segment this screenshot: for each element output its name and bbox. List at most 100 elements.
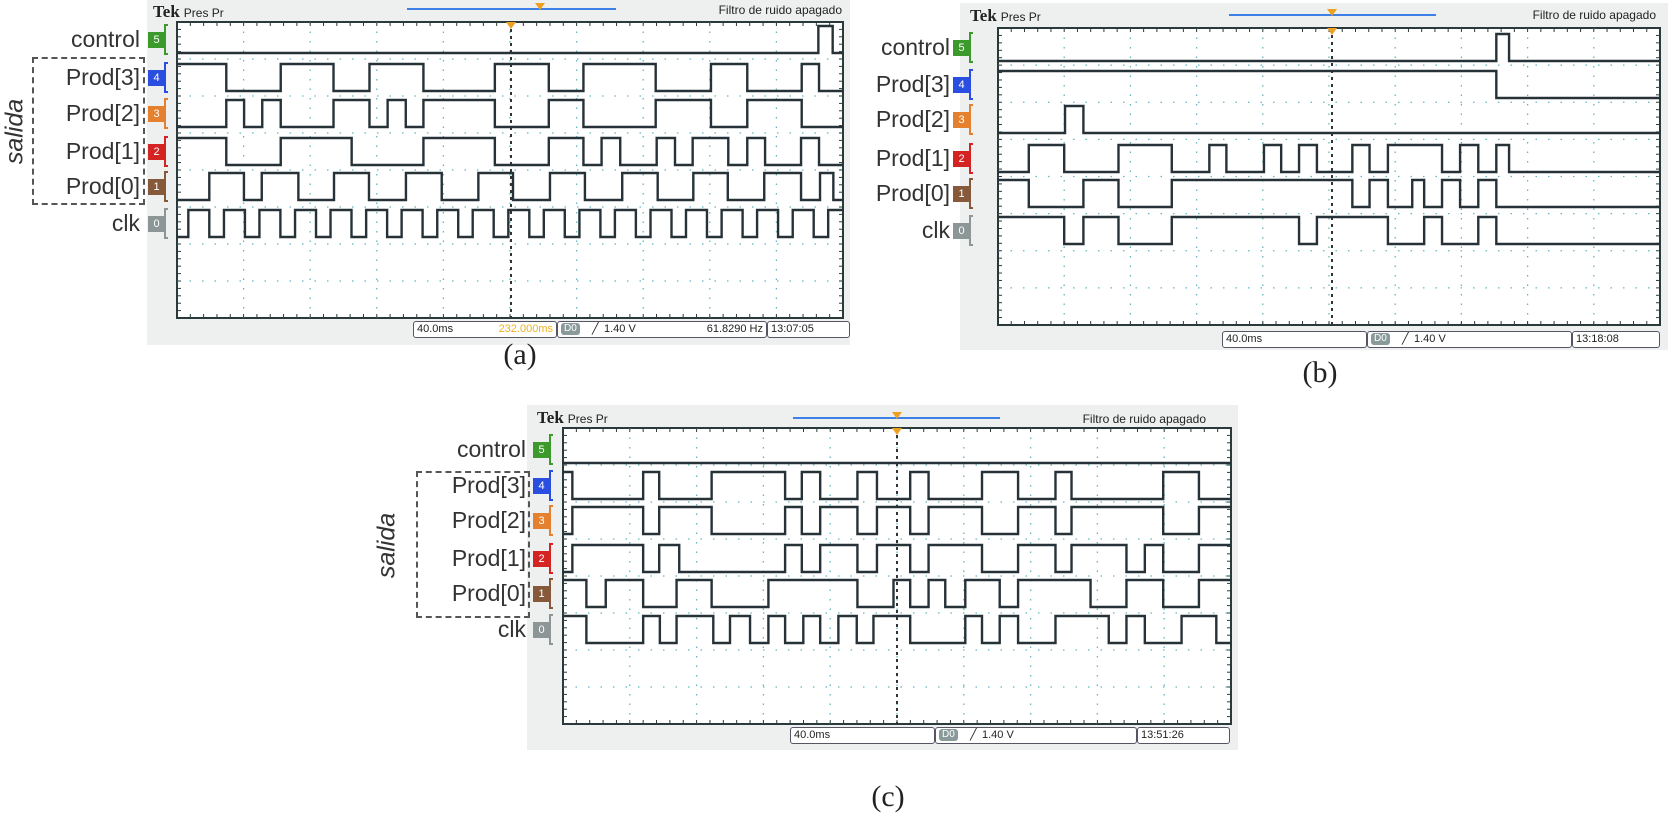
channel-marker-4[interactable]: 4 bbox=[533, 477, 550, 494]
channel-bracket bbox=[969, 104, 973, 135]
trigger-readout: D0 ╱ 1.40 V bbox=[935, 727, 1137, 744]
channel-marker-3[interactable]: 3 bbox=[148, 105, 165, 122]
channel-bracket bbox=[164, 24, 168, 55]
trigger-level-value: 1.40 V bbox=[1414, 333, 1446, 345]
channel-marker-1[interactable]: 1 bbox=[148, 178, 165, 195]
channel-bracket bbox=[969, 215, 973, 246]
clock-time: 13:51:26 bbox=[1141, 729, 1184, 741]
signal-label: clk bbox=[111, 209, 140, 236]
output-group-box bbox=[32, 57, 145, 205]
channel-marker-5[interactable]: 5 bbox=[148, 31, 165, 48]
timebase-value: 40.0ms bbox=[1226, 333, 1263, 345]
signal-label: clk bbox=[497, 615, 526, 642]
trigger-level-value: 1.40 V bbox=[604, 323, 636, 335]
signal-label: control bbox=[456, 435, 526, 462]
clock-time: 13:18:08 bbox=[1576, 333, 1619, 345]
channel-bracket bbox=[969, 143, 973, 174]
rising-edge-trigger-icon: ╱ bbox=[1402, 333, 1409, 345]
signal-label: Prod[1] bbox=[65, 137, 140, 164]
signal-label: Prod[3] bbox=[451, 471, 526, 498]
trigger-level-value: 1.40 V bbox=[982, 729, 1014, 741]
channel-bracket bbox=[164, 62, 168, 93]
channel-marker-5[interactable]: 5 bbox=[533, 441, 550, 458]
rising-edge-trigger-icon: ╱ bbox=[970, 729, 977, 741]
channel-marker-2[interactable]: 2 bbox=[953, 150, 970, 167]
timebase-value: 40.0ms bbox=[794, 729, 831, 741]
channel-marker-3[interactable]: 3 bbox=[533, 512, 550, 529]
signal-label: Prod[3] bbox=[65, 63, 140, 90]
channel-bracket bbox=[164, 171, 168, 202]
channel-bracket bbox=[549, 470, 553, 501]
scope-screen-background bbox=[527, 405, 1238, 750]
channel-bracket bbox=[549, 578, 553, 609]
trigger-position-icon bbox=[535, 3, 545, 10]
channel-marker-4[interactable]: 4 bbox=[148, 69, 165, 86]
channel-bracket bbox=[969, 178, 973, 209]
scope-screen-background bbox=[147, 0, 850, 345]
noise-filter-status: Filtro de ruido apagado bbox=[1082, 412, 1206, 426]
output-group-label: salida bbox=[0, 98, 29, 165]
acquisition-mode: Pres Pr bbox=[1000, 10, 1041, 24]
panel-caption: (b) bbox=[1302, 356, 1338, 389]
rising-edge-trigger-icon: ╱ bbox=[592, 323, 599, 335]
channel-bracket bbox=[164, 136, 168, 167]
signal-label: Prod[1] bbox=[451, 544, 526, 571]
frequency-value: 61.8290 Hz bbox=[706, 323, 763, 335]
trigger-position-icon bbox=[892, 412, 902, 419]
channel-marker-1[interactable]: 1 bbox=[953, 185, 970, 202]
trigger-source-badge: D0 bbox=[939, 729, 958, 741]
trigger-source-badge: D0 bbox=[561, 323, 580, 335]
clock-readout: 13:07:05 bbox=[767, 321, 850, 338]
brand-text: Tek bbox=[970, 6, 997, 25]
scope-screen-background bbox=[960, 3, 1668, 350]
signal-label: Prod[3] bbox=[875, 70, 950, 97]
trigger-position-icon bbox=[1327, 9, 1337, 16]
timebase-readout: 40.0ms bbox=[1222, 331, 1367, 348]
signal-label: Prod[1] bbox=[875, 144, 950, 171]
channel-bracket bbox=[969, 69, 973, 100]
signal-label: Prod[0] bbox=[875, 179, 950, 206]
clock-time: 13:07:05 bbox=[771, 323, 814, 335]
trigger-readout: D0 ╱ 1.40 V 61.8290 Hz bbox=[557, 321, 767, 338]
panel-caption: (a) bbox=[503, 338, 537, 371]
channel-marker-4[interactable]: 4 bbox=[953, 76, 970, 93]
acquisition-mode: Pres Pr bbox=[567, 412, 608, 426]
channel-marker-0[interactable]: 0 bbox=[953, 222, 970, 239]
signal-label: Prod[2] bbox=[65, 99, 140, 126]
channel-bracket bbox=[549, 505, 553, 536]
signal-label: control bbox=[70, 25, 140, 52]
channel-bracket bbox=[549, 614, 553, 645]
signal-label: clk bbox=[921, 216, 950, 243]
clock-readout: 13:18:08 bbox=[1572, 331, 1660, 348]
channel-marker-1[interactable]: 1 bbox=[533, 585, 550, 602]
signal-label: Prod[2] bbox=[451, 506, 526, 533]
channel-bracket bbox=[969, 32, 973, 63]
channel-marker-2[interactable]: 2 bbox=[533, 550, 550, 567]
horizontal-position-value: 232.000ms bbox=[498, 323, 553, 335]
channel-bracket bbox=[549, 434, 553, 465]
noise-filter-status: Filtro de ruido apagado bbox=[718, 3, 842, 17]
noise-filter-status: Filtro de ruido apagado bbox=[1532, 8, 1656, 22]
output-group-box bbox=[416, 471, 530, 618]
channel-bracket bbox=[549, 543, 553, 574]
trigger-readout: D0╱1.40 V bbox=[1367, 331, 1572, 348]
record-view-bar bbox=[407, 8, 616, 10]
channel-marker-2[interactable]: 2 bbox=[148, 143, 165, 160]
signal-label: control bbox=[880, 33, 950, 60]
channel-marker-3[interactable]: 3 bbox=[953, 111, 970, 128]
panel-caption: (c) bbox=[871, 780, 905, 813]
output-group-label: salida bbox=[372, 512, 401, 578]
channel-marker-0[interactable]: 0 bbox=[148, 215, 165, 232]
channel-bracket bbox=[164, 98, 168, 129]
clock-readout: 13:51:26 bbox=[1137, 727, 1230, 744]
signal-label: Prod[0] bbox=[65, 172, 140, 199]
acquisition-mode: Pres Pr bbox=[183, 6, 224, 20]
brand-text: Tek bbox=[153, 2, 180, 21]
channel-marker-5[interactable]: 5 bbox=[953, 39, 970, 56]
channel-marker-0[interactable]: 0 bbox=[533, 621, 550, 638]
signal-label: Prod[0] bbox=[451, 579, 526, 606]
